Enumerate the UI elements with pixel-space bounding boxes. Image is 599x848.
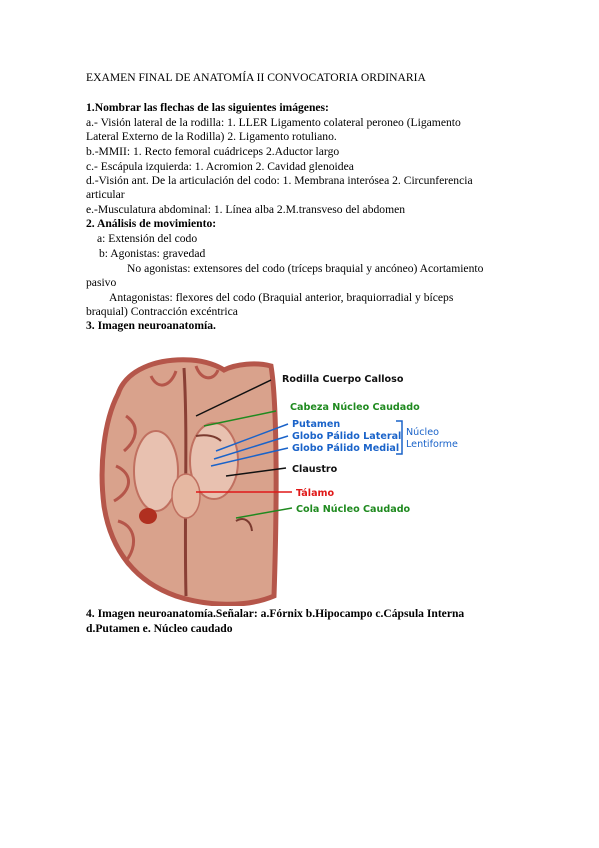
label-nucleo: Núcleo: [406, 426, 439, 438]
label-cola-nucleo-caudado: Cola Núcleo Caudado: [296, 503, 411, 515]
antagonists-line-2: braquial) Contracción excéntrica: [86, 305, 238, 318]
movement-a: a: Extensión del codo: [97, 232, 198, 245]
right-basal-ganglia: [189, 422, 239, 500]
label-cabeza-nucleo-caudado: Cabeza Núcleo Caudado: [290, 401, 420, 413]
movement-b: b: Agonistas: gravedad: [99, 247, 206, 260]
item-a-line-2: Lateral Externo de la Rodilla) 2. Ligame…: [86, 130, 337, 143]
label-putamen: Putamen: [292, 419, 340, 430]
section-2-heading: 2. Análisis de movimiento:: [86, 217, 217, 230]
section-1-heading: 1.Nombrar las flechas de las siguientes …: [86, 101, 329, 114]
item-d-line-1: d.-Visión ant. De la articulación del co…: [86, 174, 473, 187]
cortex-folds: [113, 365, 220, 562]
label-lentiforme: Lentiforme: [406, 439, 458, 450]
section-3-heading: 3. Imagen neuroanatomía.: [86, 319, 216, 332]
item-e: e.-Musculatura abdominal: 1. Línea alba …: [86, 203, 406, 216]
no-agonists-line-2: pasivo: [86, 276, 117, 289]
thalamus-region: [171, 473, 201, 519]
document-title: EXAMEN FINAL DE ANATOMÍA II CONVOCATORIA…: [86, 71, 426, 84]
antagonists-line-1: Antagonistas: flexores del codo (Braquia…: [109, 291, 454, 304]
section-4-line-2: d.Putamen e. Núcleo caudado: [86, 622, 233, 635]
left-basal-ganglia: [133, 430, 179, 512]
label-globo-palido-medial: Globo Pálido Medial: [292, 442, 399, 454]
item-b: b.-MMII: 1. Recto femoral cuádriceps 2.A…: [86, 145, 340, 158]
no-agonists-line-1: No agonistas: extensores del codo (tríce…: [127, 262, 484, 275]
item-c: c.- Escápula izquierda: 1. Acromion 2. C…: [86, 160, 354, 173]
label-talamo: Tálamo: [296, 487, 335, 499]
item-a-line-1: a.- Visión lateral de la rodilla: 1. LLE…: [86, 116, 461, 129]
item-d-line-2: articular: [86, 188, 125, 201]
section-4-line-1: 4. Imagen neuroanatomía.Señalar: a.Fórni…: [86, 607, 465, 620]
choroid-plexus: [139, 508, 157, 524]
label-rodilla-cuerpo-calloso: Rodilla Cuerpo Calloso: [282, 374, 404, 385]
brain-axial-section-figure: Rodilla Cuerpo Calloso Cabeza Núcleo Cau…: [99, 357, 458, 606]
label-claustro: Claustro: [292, 464, 338, 475]
label-globo-palido-lateral: Globo Pálido Lateral: [292, 430, 401, 442]
